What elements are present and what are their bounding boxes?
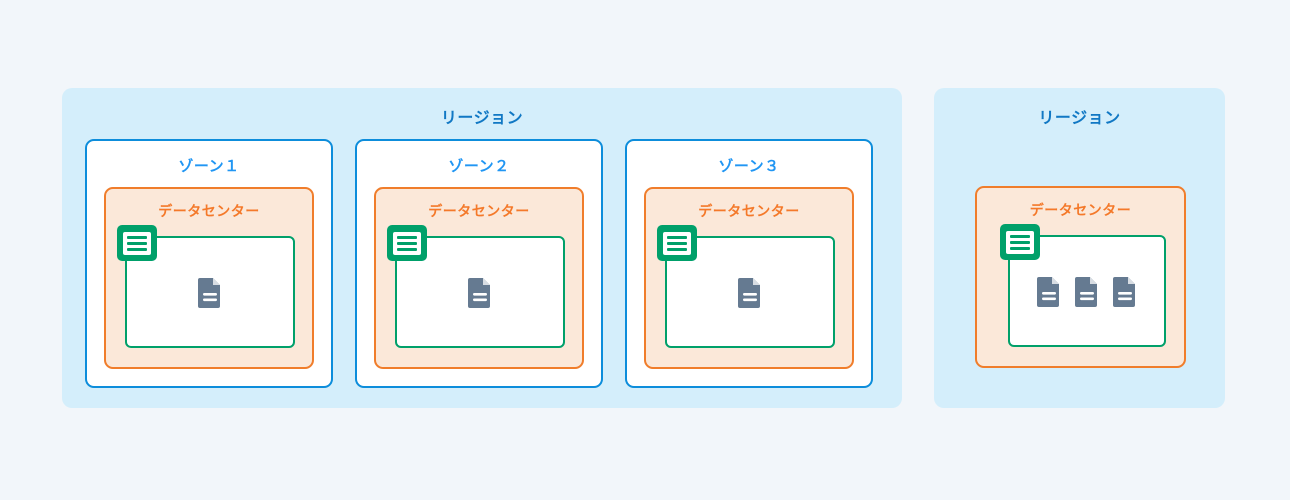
server-tab-icon	[117, 225, 157, 261]
document-icon	[1113, 277, 1135, 307]
documents-group	[1035, 275, 1139, 307]
datacenter-title: データセンター	[698, 203, 800, 219]
zone-title: ゾーン１	[178, 158, 240, 175]
zones-row: ゾーン１ データセンター	[85, 139, 873, 388]
server-box	[1000, 224, 1166, 347]
zone-title: ゾーン２	[448, 158, 510, 175]
server-box	[117, 225, 295, 348]
region-multi-zone: リージョン ゾーン１ データセンター	[62, 88, 902, 408]
zone-1: ゾーン１ データセンター	[85, 139, 333, 388]
server-tab-icon	[657, 225, 697, 261]
datacenter-title: データセンター	[1029, 202, 1132, 218]
datacenter-title: データセンター	[428, 203, 530, 219]
document-icon	[468, 278, 490, 308]
datacenter-box: データセンター	[104, 187, 314, 369]
region-single-datacenter: リージョン データセンター	[934, 88, 1225, 408]
zone-title: ゾーン３	[718, 158, 780, 175]
region-title: リージョン	[440, 110, 524, 127]
datacenter-box: データセンター	[644, 187, 854, 369]
datacenter-title: データセンター	[158, 203, 260, 219]
document-icon	[1075, 277, 1097, 307]
zone-3: ゾーン３ データセンター	[625, 139, 873, 388]
region-title: リージョン	[1038, 110, 1121, 127]
server-box	[387, 225, 565, 348]
documents-group	[466, 276, 494, 308]
server-box	[657, 225, 835, 348]
document-icon	[1037, 277, 1059, 307]
documents-group	[736, 276, 764, 308]
documents-group	[196, 276, 224, 308]
datacenter-box: データセンター	[975, 186, 1186, 368]
zone-2: ゾーン２ データセンター	[355, 139, 603, 388]
datacenter-box: データセンター	[374, 187, 584, 369]
document-icon	[738, 278, 760, 308]
server-tab-icon	[387, 225, 427, 261]
document-icon	[198, 278, 220, 308]
server-tab-icon	[1000, 224, 1040, 260]
